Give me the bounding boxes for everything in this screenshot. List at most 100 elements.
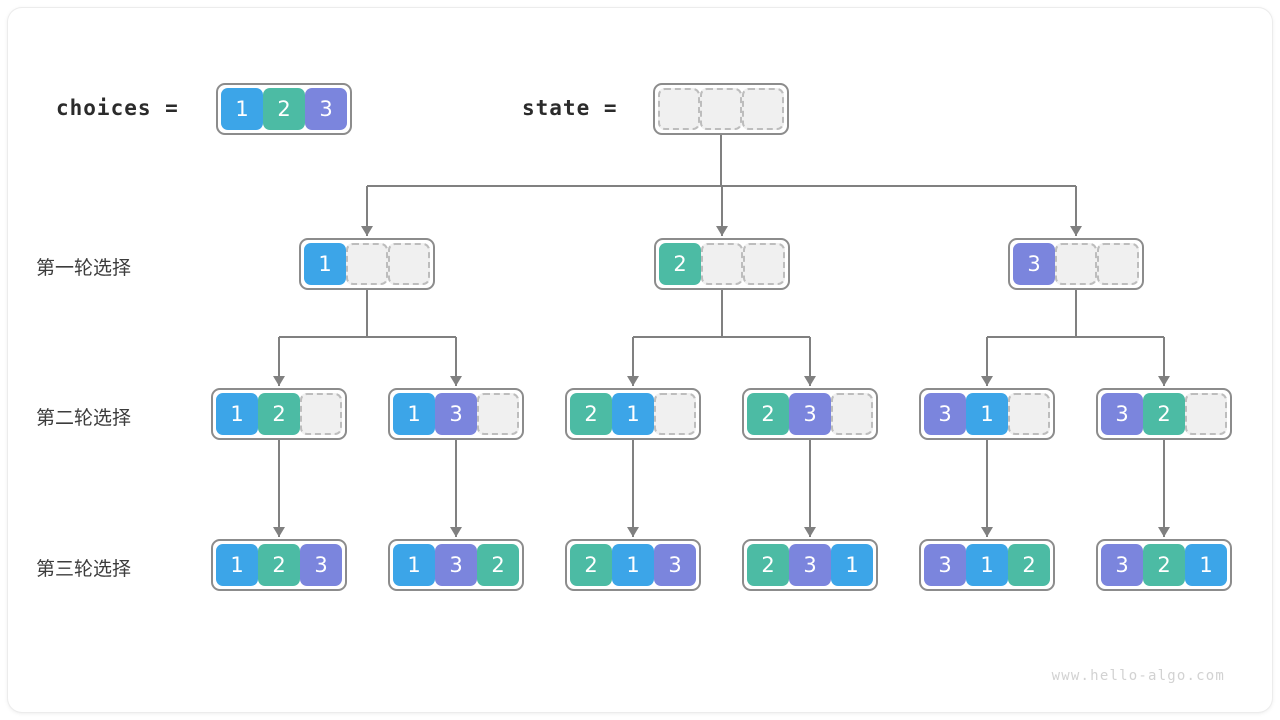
array-cell-3: 3 xyxy=(300,544,342,586)
array-cell-2: 2 xyxy=(477,544,519,586)
connector-r1-branch-2-1 xyxy=(631,337,635,386)
connector-arrowhead xyxy=(626,376,639,386)
array-cell-empty xyxy=(1055,243,1097,285)
connector-r1-branch-1-1 xyxy=(277,337,281,386)
connector-arrowhead xyxy=(1069,226,1082,236)
connector-arrowhead xyxy=(803,527,816,537)
connector-r2-stem-2 xyxy=(454,440,458,537)
array-cell-2: 2 xyxy=(747,393,789,435)
connector-arrowhead xyxy=(803,376,816,386)
array-cell-empty xyxy=(700,88,742,130)
connector-arrowhead xyxy=(715,226,728,236)
array-cell-3: 3 xyxy=(654,544,696,586)
array-cell-1: 1 xyxy=(612,544,654,586)
connector-arrowhead xyxy=(980,527,993,537)
connector-arrowhead xyxy=(626,527,639,537)
array-cell-empty xyxy=(300,393,342,435)
array-cell-3: 3 xyxy=(435,544,477,586)
row-label-1: 第一轮选择 xyxy=(36,257,132,279)
connector-arrowhead xyxy=(449,376,462,386)
connector-arrowhead xyxy=(1157,376,1170,386)
array-cell-1: 1 xyxy=(966,393,1008,435)
connector-r1-bus-1 xyxy=(279,335,456,339)
array-cell-3: 3 xyxy=(924,393,966,435)
connector-r1-branch-1-2 xyxy=(454,337,458,386)
connector-r1-bus-2 xyxy=(633,335,810,339)
array-cell-1: 1 xyxy=(1185,544,1227,586)
connector-arrowhead xyxy=(449,527,462,537)
array-cell-empty xyxy=(654,393,696,435)
state-array[interactable] xyxy=(653,83,789,135)
array-cell-3: 3 xyxy=(789,544,831,586)
array-cell-1: 1 xyxy=(221,88,263,130)
array-cell-empty xyxy=(1008,393,1050,435)
connector-arrowhead xyxy=(980,376,993,386)
array-cell-2: 2 xyxy=(1143,393,1185,435)
array-cell-empty xyxy=(477,393,519,435)
connector-state-branch-3 xyxy=(1074,186,1078,236)
array-cell-3: 3 xyxy=(924,544,966,586)
array-cell-1: 1 xyxy=(304,243,346,285)
array-cell-empty xyxy=(346,243,388,285)
connector-r1-stem-2 xyxy=(720,290,724,337)
array-cell-empty xyxy=(742,88,784,130)
row-label-3: 第三轮选择 xyxy=(36,558,132,580)
array-cell-1: 1 xyxy=(831,544,873,586)
connector-r2-stem-5 xyxy=(985,440,989,537)
array-cell-empty xyxy=(1097,243,1139,285)
connector-arrowhead xyxy=(360,226,373,236)
round1-node-3[interactable]: 3 xyxy=(1008,238,1144,290)
array-cell-2: 2 xyxy=(258,393,300,435)
choices-label: choices = xyxy=(56,96,179,120)
connector-arrowhead xyxy=(272,376,285,386)
state-label: state = xyxy=(522,96,618,120)
connector-arrowhead xyxy=(1157,527,1170,537)
array-cell-1: 1 xyxy=(612,393,654,435)
array-cell-empty xyxy=(701,243,743,285)
array-cell-empty xyxy=(743,243,785,285)
connector-r1-branch-3-1 xyxy=(985,337,989,386)
connector-state-branch-2 xyxy=(720,186,724,236)
round1-node-1[interactable]: 1 xyxy=(299,238,435,290)
connector-arrowhead xyxy=(272,527,285,537)
array-cell-2: 2 xyxy=(263,88,305,130)
array-cell-empty xyxy=(831,393,873,435)
array-cell-2: 2 xyxy=(570,544,612,586)
array-cell-3: 3 xyxy=(1101,393,1143,435)
array-cell-3: 3 xyxy=(789,393,831,435)
array-cell-2: 2 xyxy=(1008,544,1050,586)
connector-r2-stem-6 xyxy=(1162,440,1166,537)
array-cell-1: 1 xyxy=(393,393,435,435)
connector-state-branch-1 xyxy=(365,186,369,236)
row-label-2: 第二轮选择 xyxy=(36,407,132,429)
round1-node-2[interactable]: 2 xyxy=(654,238,790,290)
connector-r2-stem-1 xyxy=(277,440,281,537)
array-cell-2: 2 xyxy=(258,544,300,586)
array-cell-2: 2 xyxy=(570,393,612,435)
connector-state-stem xyxy=(719,135,723,186)
array-cell-1: 1 xyxy=(216,393,258,435)
array-cell-3: 3 xyxy=(305,88,347,130)
connector-r2-stem-4 xyxy=(808,440,812,537)
array-cell-empty xyxy=(388,243,430,285)
array-cell-1: 1 xyxy=(393,544,435,586)
array-cell-2: 2 xyxy=(747,544,789,586)
array-cell-1: 1 xyxy=(216,544,258,586)
array-cell-2: 2 xyxy=(1143,544,1185,586)
connector-r1-stem-3 xyxy=(1074,290,1078,337)
